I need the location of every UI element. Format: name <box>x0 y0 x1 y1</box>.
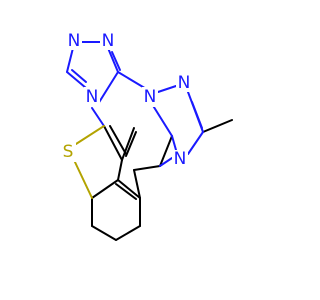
bond-n-c <box>151 103 173 137</box>
atom-labels: N N N N N N S <box>60 31 192 169</box>
bond-c-c <box>115 225 141 241</box>
molecule-structure-diagram: N N N N N N S <box>60 31 233 241</box>
bond-c-c <box>91 179 119 199</box>
atom-label-n: N <box>68 31 81 51</box>
atom-label-n: N <box>102 31 115 51</box>
bond-c-c <box>133 169 141 199</box>
bond-n-c <box>66 47 74 73</box>
bond-c-c <box>121 127 135 161</box>
bond-c-c-double <box>115 183 137 200</box>
bond-c-n-double <box>111 51 121 71</box>
bond-c-c-double <box>125 131 137 157</box>
bond-s-c <box>75 125 105 145</box>
bond-c-n <box>66 71 87 89</box>
bond-n-c-double <box>191 101 203 129</box>
bond-c-c <box>159 135 173 167</box>
bond-c-methyl <box>202 119 233 133</box>
bond-n-c <box>107 47 119 73</box>
bond-n-c <box>91 107 105 127</box>
atom-label-n: N <box>144 87 157 107</box>
bond-c-c <box>117 159 123 181</box>
bond-c-n <box>187 131 204 155</box>
atom-label-s: S <box>63 142 74 162</box>
bond-c-c <box>133 165 161 171</box>
carbon-bonds <box>91 119 233 241</box>
bond-c-n-double <box>71 69 87 83</box>
bond-s-c <box>73 159 93 199</box>
atom-label-n: N <box>174 149 187 169</box>
bond-n-c <box>97 71 119 105</box>
bond-c-c <box>117 179 141 199</box>
bond-c-c <box>91 225 117 241</box>
nitrogen-bonds <box>66 41 204 167</box>
atom-label-n: N <box>178 73 191 93</box>
bond-c-c <box>103 125 123 161</box>
sulfur-bonds <box>73 125 105 199</box>
bond-n-c <box>159 157 173 167</box>
bond-n-n <box>157 85 177 93</box>
bond-c-n-double <box>171 135 177 151</box>
atom-label-n: N <box>86 87 99 107</box>
bond-c-c-double <box>109 125 127 155</box>
